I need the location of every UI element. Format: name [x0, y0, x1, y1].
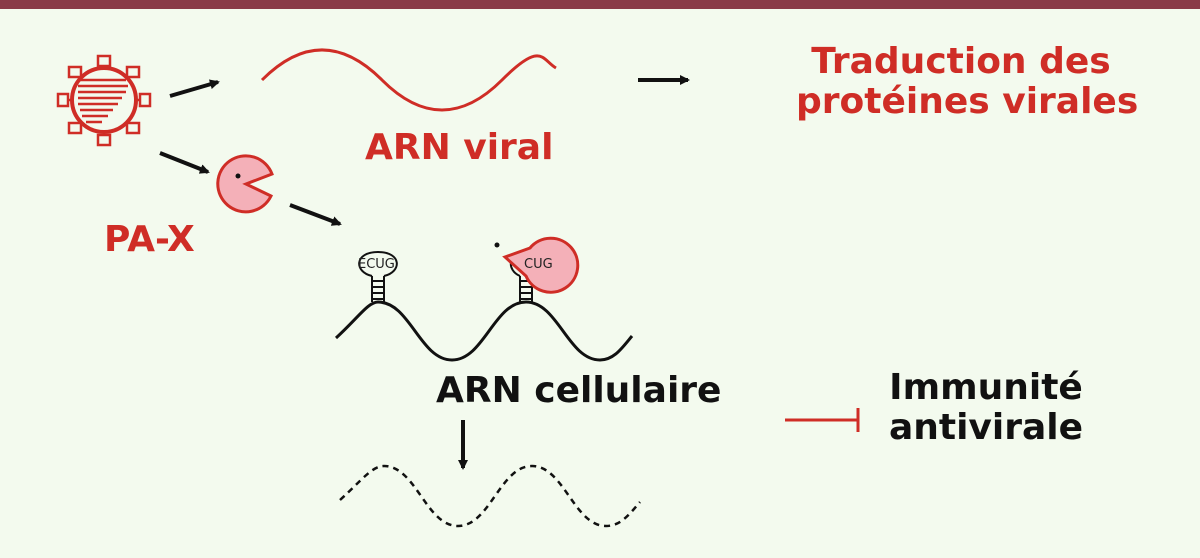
loop-left-label: ECUG: [358, 257, 395, 272]
degraded-rna-wave: [339, 464, 641, 528]
label-translation-line-1: Traduction des: [811, 41, 1111, 82]
label-immunity-line-1: Immunité: [889, 367, 1083, 408]
label-viral-protein-translation: Traduction des protéines virales: [796, 41, 1139, 123]
pacman-endonuclease-icon: [216, 154, 274, 214]
loop-right-label: CUG: [524, 257, 553, 272]
label-pa-x: PA-X: [104, 219, 195, 260]
label-immunity-line-2: antivirale: [888, 407, 1084, 449]
top-bar: [0, 0, 1200, 9]
label-viral-rna: ARN viral: [365, 127, 554, 168]
virus-icon: [56, 54, 152, 147]
cellular-rna-wave: [334, 300, 634, 362]
arrow-virus-to-viral-rna: [169, 79, 220, 98]
viral-rna-wave: [260, 48, 557, 112]
pacman-cleaving-icon: [494, 236, 580, 294]
label-cellular-rna: ARN cellulaire: [436, 370, 722, 411]
stem-loop-left: ECUG: [358, 250, 398, 302]
label-translation-line-2: protéines virales: [796, 81, 1139, 123]
inhibition-arrow: [785, 408, 860, 432]
arrow-pax-to-cellular-rna: [289, 203, 342, 226]
label-antiviral-immunity: Immunité antivirale: [886, 367, 1086, 449]
arrow-virus-to-pax: [159, 151, 210, 174]
